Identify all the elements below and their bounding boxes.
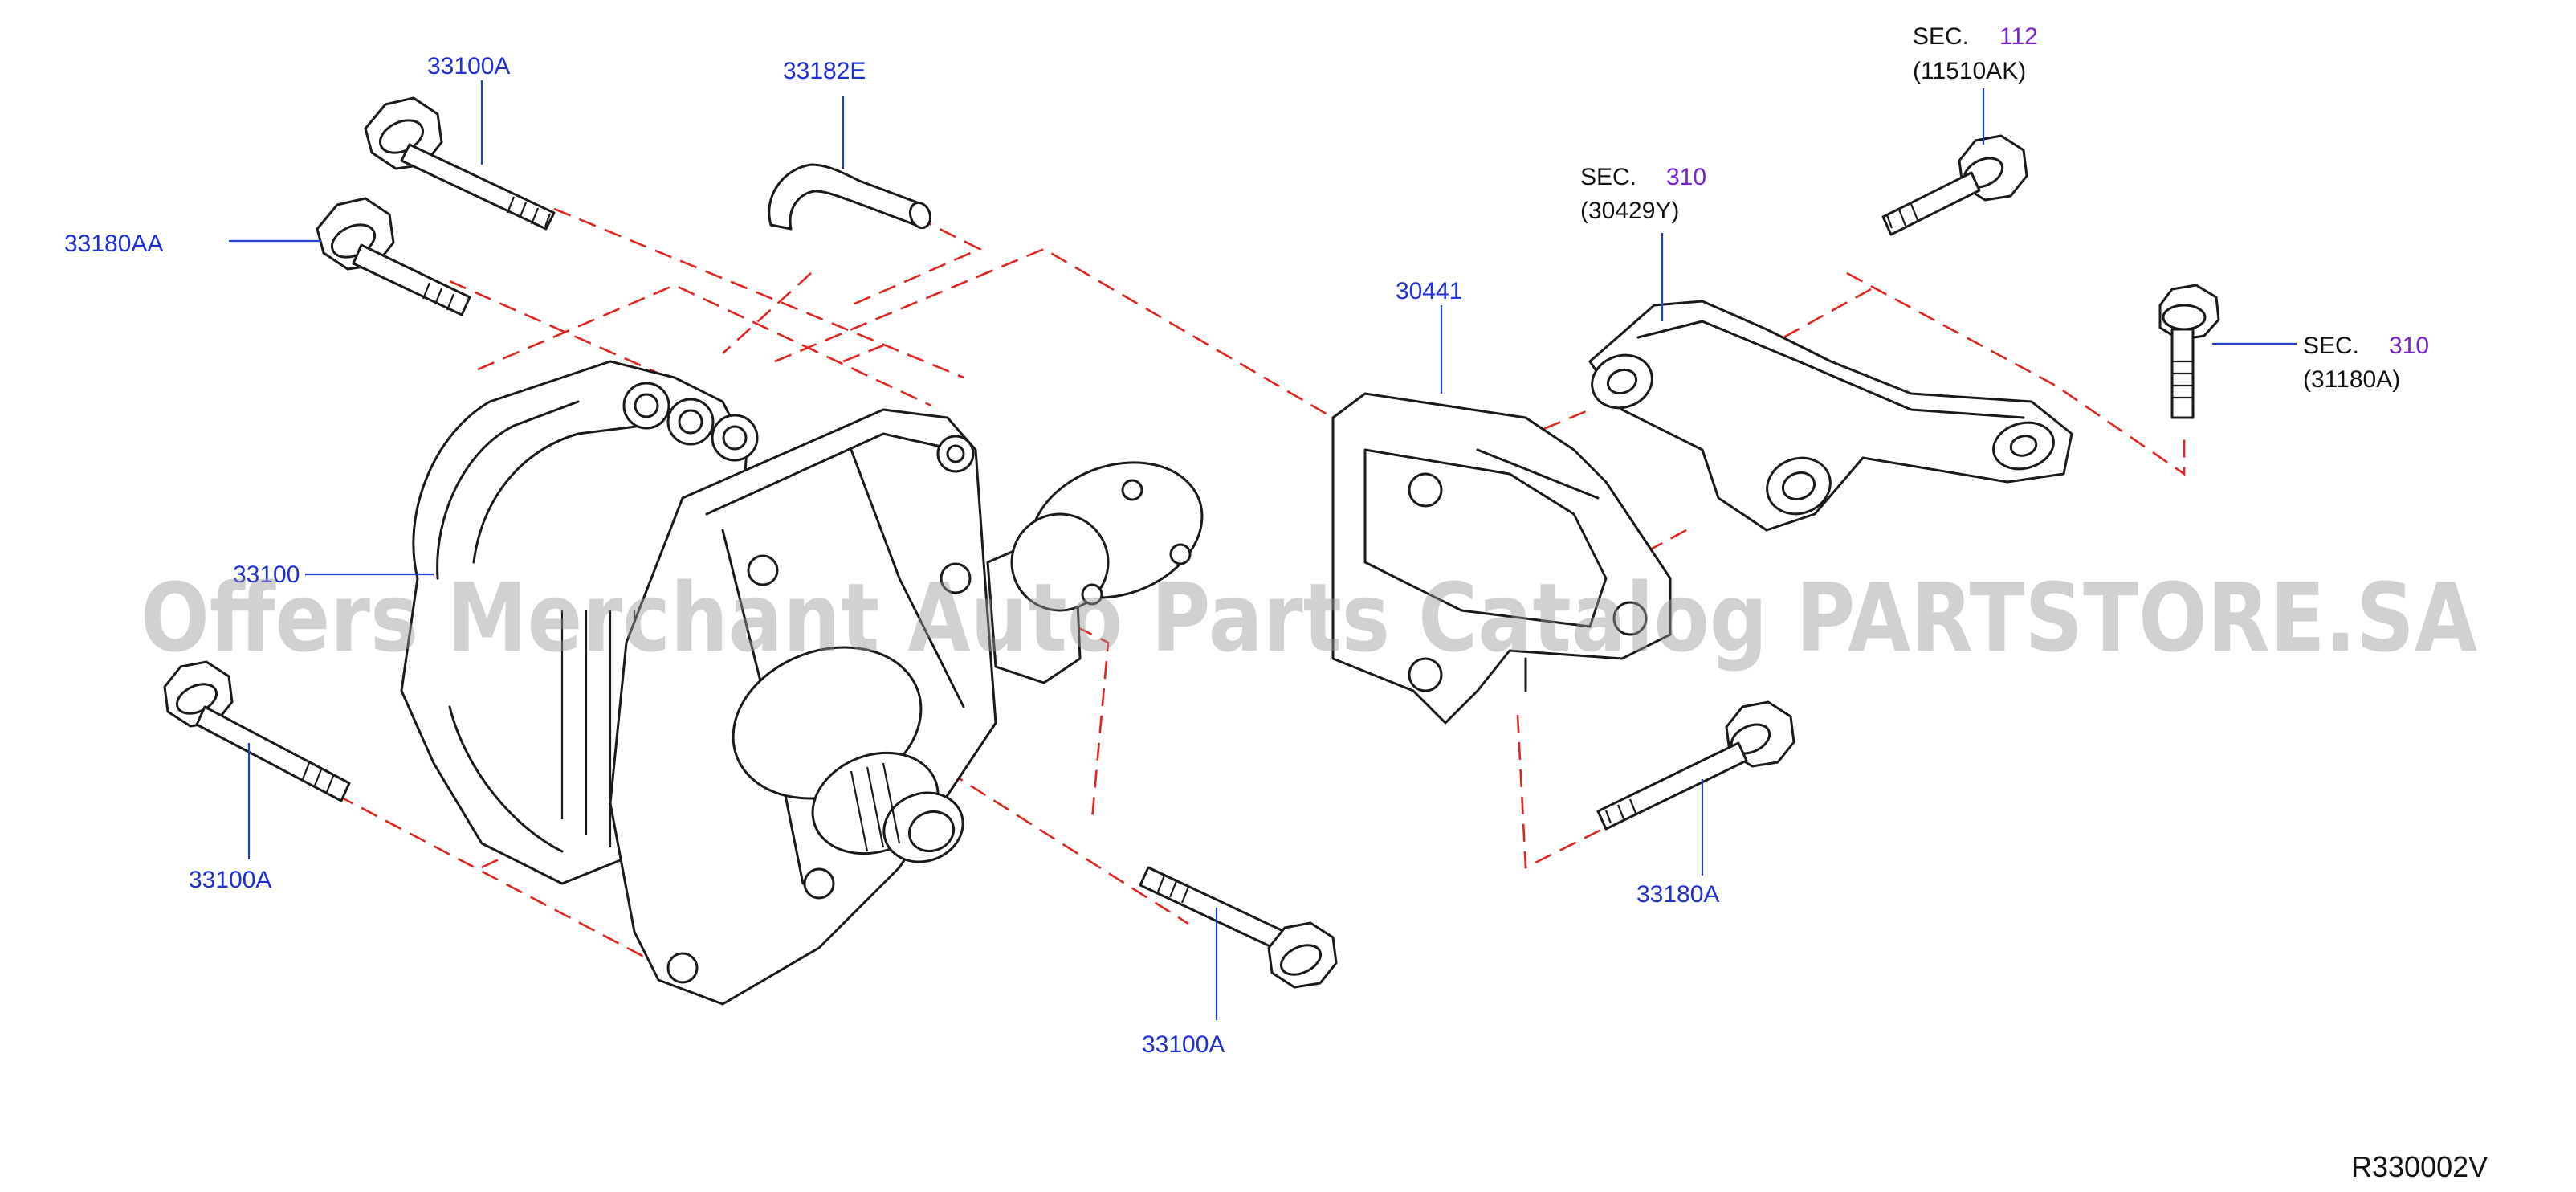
bolt-sec112[interactable] [1881,134,2028,236]
sec-112-part: (11510AK) [1913,58,2026,84]
bolt-sec310[interactable] [2158,284,2220,419]
label-33100A-bottom[interactable]: 33100A [1142,1031,1225,1058]
bolt-33100A-top[interactable] [364,96,556,231]
bracket-30441[interactable] [1331,392,1672,725]
diagram-ref: R330002V [2351,1150,2488,1183]
bolt-33180AA[interactable] [316,197,471,316]
label-33182E[interactable]: 33182E [783,58,866,84]
hose-33182E[interactable] [768,163,934,231]
sec-310-bolt-part: (31180A) [2303,366,2400,393]
bolt-33100A-bottom[interactable] [1139,866,1338,989]
sec-112-prefix: SEC. [1913,23,1969,50]
sec-310-arm-number: 310 [1666,164,1706,190]
label-33100A-left[interactable]: 33100A [189,867,271,893]
arm-30429Y[interactable] [1584,300,2073,532]
label-30441[interactable]: 30441 [1396,278,1462,304]
alternator-33100[interactable] [400,360,1221,1006]
sec-112-ref[interactable]: SEC. 112 (11510AK) [1913,23,2038,84]
bolt-33180A[interactable] [1596,700,1795,831]
bolt-33100A-left[interactable] [163,660,351,802]
label-33100[interactable]: 33100 [233,561,300,588]
label-33180A[interactable]: 33180A [1636,881,1719,908]
sec-310-arm-part: (30429Y) [1580,198,1679,224]
part-labels: 33100A 33182E 33180AA 33100 33100A 33100… [64,53,1719,1058]
label-33100A-top[interactable]: 33100A [427,53,510,80]
leader-lines [229,80,2297,1020]
sec-310-bolt-prefix: SEC. [2303,333,2359,359]
sec-310-arm-ref[interactable]: SEC. 310 (30429Y) [1580,164,1706,224]
sec-112-number: 112 [1999,23,2038,50]
sec-310-bolt-ref[interactable]: SEC. 310 (31180A) [2303,333,2429,393]
sec-310-bolt-number: 310 [2389,333,2429,359]
label-33180AA[interactable]: 33180AA [64,231,163,257]
watermark: Offers Merchant Auto Parts Catalog PARTS… [141,562,2477,673]
sec-310-arm-prefix: SEC. [1580,164,1636,190]
section-refs: SEC. 112 (11510AK) SEC. 310 (30429Y) SEC… [1580,23,2429,393]
